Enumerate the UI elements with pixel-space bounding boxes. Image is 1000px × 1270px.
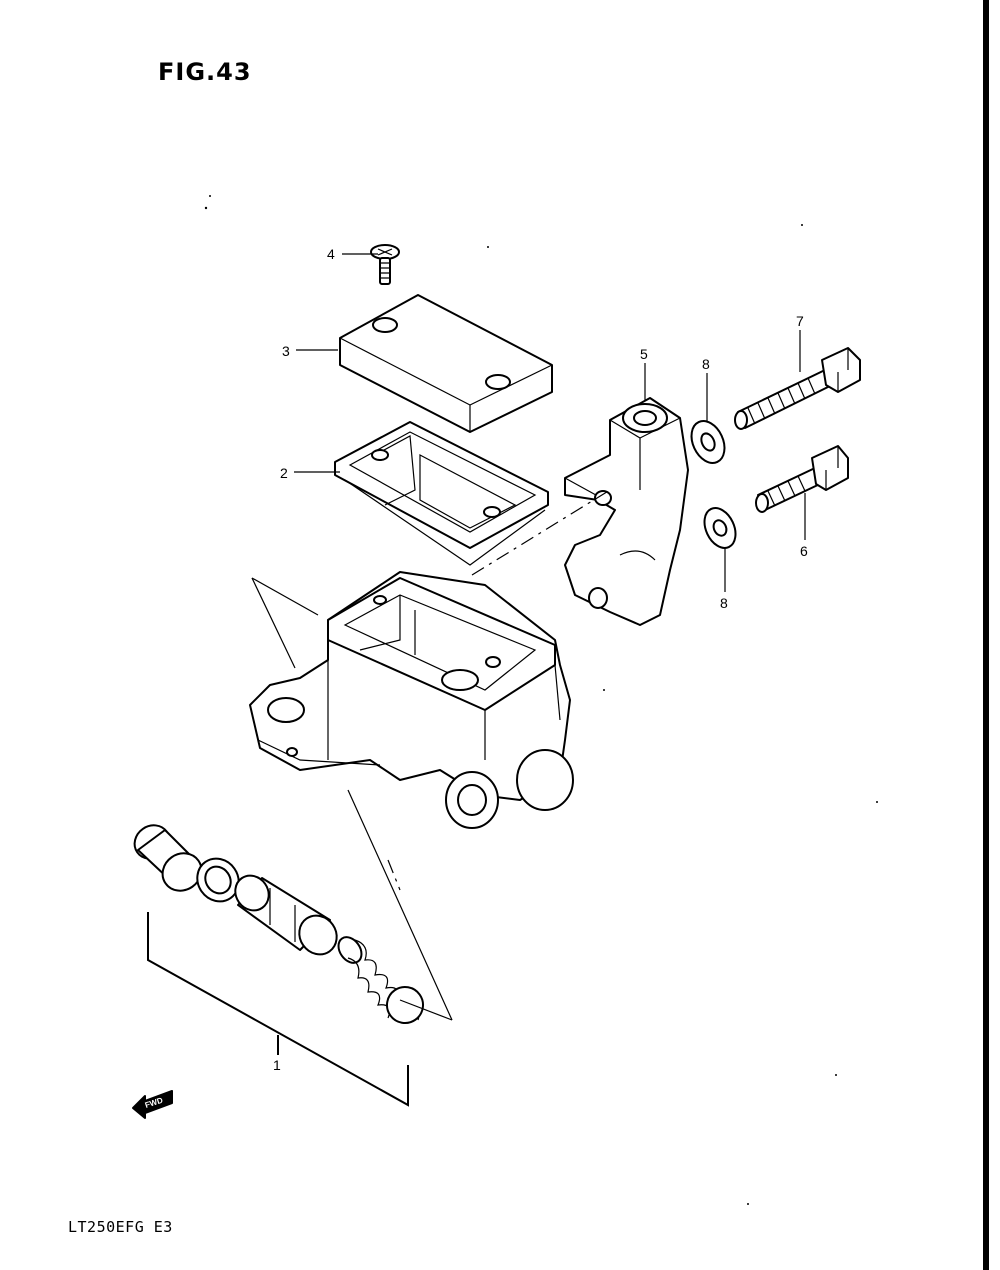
part-3-reservoir-cap bbox=[339, 294, 553, 433]
callout-3: 3 bbox=[282, 343, 290, 359]
callout-leaders bbox=[294, 253, 806, 592]
callout-8-lower: 8 bbox=[720, 595, 728, 611]
part-1-piston-kit bbox=[133, 824, 424, 1024]
part-1-bracket bbox=[147, 912, 409, 1107]
part-7-bolt-upper bbox=[734, 347, 861, 430]
callout-2: 2 bbox=[280, 465, 288, 481]
scan-specks bbox=[204, 195, 878, 1205]
callout-7: 7 bbox=[796, 313, 804, 329]
page-edge-border bbox=[983, 0, 989, 1270]
figure-title: FIG.43 bbox=[158, 58, 252, 86]
assembly-guide-lines bbox=[251, 489, 611, 1021]
part-2-diaphragm bbox=[334, 421, 549, 566]
callout-labels: 4 3 2 5 8 7 6 8 1 bbox=[273, 246, 808, 1073]
part-4-cap-screw bbox=[370, 244, 400, 285]
callout-8-upper: 8 bbox=[702, 356, 710, 372]
callout-1: 1 bbox=[273, 1057, 281, 1073]
callout-4: 4 bbox=[327, 246, 335, 262]
part-8-washer-upper bbox=[690, 420, 726, 464]
callout-6: 6 bbox=[800, 543, 808, 559]
master-cylinder-body bbox=[249, 571, 574, 829]
part-5-holder-clamp bbox=[564, 397, 689, 626]
model-code: LT250EFG E3 bbox=[68, 1218, 173, 1236]
fwd-arrow-icon: FWD bbox=[132, 1090, 173, 1119]
part-6-bolt-lower bbox=[755, 445, 849, 513]
callout-5: 5 bbox=[640, 346, 648, 362]
part-8-washer-lower bbox=[703, 507, 737, 549]
